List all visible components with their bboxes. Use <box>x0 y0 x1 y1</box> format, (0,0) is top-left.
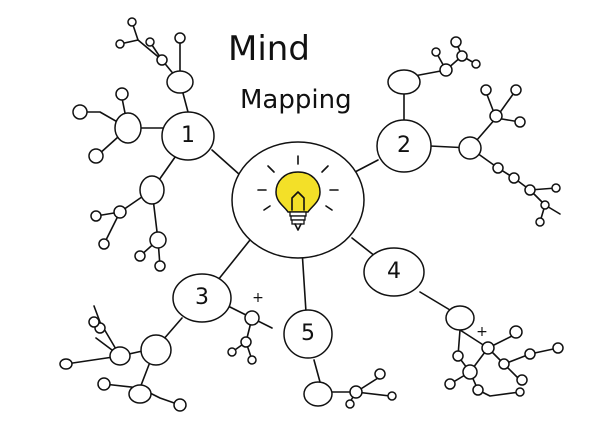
branch-1-subtree <box>72 17 194 272</box>
branch-5-node[interactable] <box>283 309 333 359</box>
title-mapping: Mapping <box>240 85 352 115</box>
branch-4-subtree <box>419 291 564 397</box>
branch-2-label: 2 <box>397 133 411 158</box>
title-mind: Mind <box>228 29 310 69</box>
branch-2-subtree <box>387 36 561 227</box>
branch-4-node[interactable] <box>363 247 425 297</box>
connector-3 <box>213 239 251 286</box>
branch-5-label: 5 <box>301 321 315 346</box>
plus-mark-left: + <box>252 290 264 306</box>
connector-2 <box>354 159 379 173</box>
branch-4-label: 4 <box>387 259 401 284</box>
branch-5-subtree <box>303 359 397 409</box>
branch-1-node[interactable] <box>161 111 215 161</box>
branch-3-subtree <box>59 303 273 412</box>
lightbulb-icon <box>257 155 339 231</box>
branch-3-node[interactable] <box>172 273 232 323</box>
branch-1-label: 1 <box>181 123 195 148</box>
branch-3-label: 3 <box>195 285 209 310</box>
connector-1 <box>211 149 241 176</box>
plus-mark-right: + <box>476 324 488 340</box>
branch-2-node[interactable] <box>376 119 432 173</box>
connector-5 <box>301 249 307 313</box>
